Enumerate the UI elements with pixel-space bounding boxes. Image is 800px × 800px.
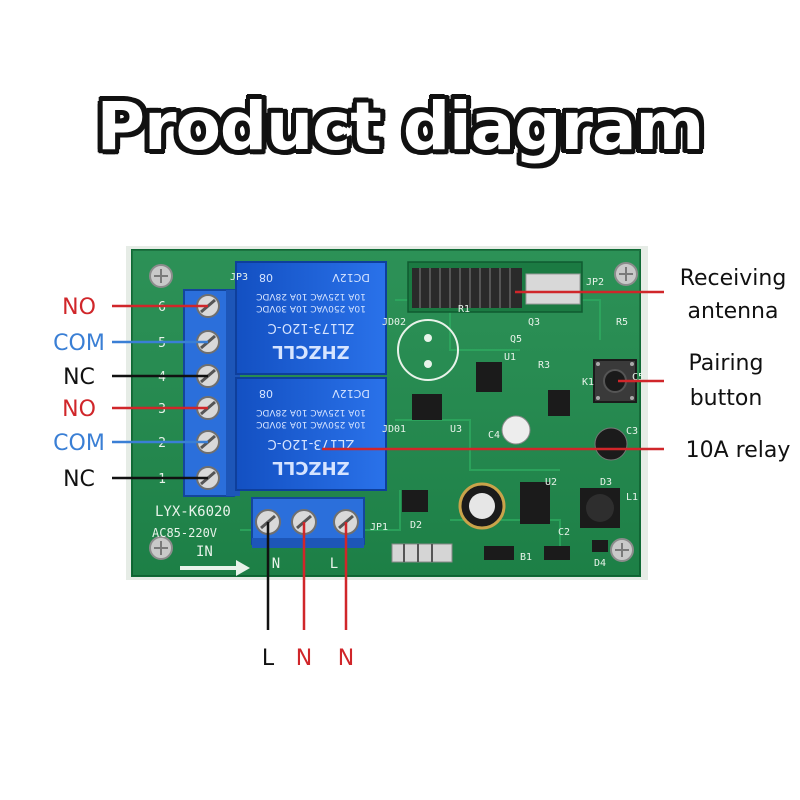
svg-text:D2: D2: [410, 520, 422, 531]
antenna-label-line2: antenna: [688, 299, 779, 324]
pin-number: 5: [158, 336, 166, 351]
relay-coil: DC12V: [332, 271, 370, 284]
input-label: IN: [196, 544, 213, 560]
relay-lower: ZHZCLL ZL173-12O-C 10A 250VAC 10A 30VDC …: [235, 377, 387, 491]
relay-code: 08: [259, 271, 273, 284]
diagram-title: Product diagram: [96, 88, 705, 165]
right-callouts: Receiving antenna Pairing button 10A rel…: [322, 266, 790, 463]
pin-number: 6: [158, 300, 166, 315]
pin-number: 2: [158, 436, 166, 451]
terminal-label-com: COM: [53, 431, 105, 456]
relay-brand: ZHZCLL: [272, 341, 349, 362]
relay-label: 10A relay: [686, 438, 791, 463]
svg-text:C2: C2: [558, 527, 570, 538]
relay-model: ZL173-12O-C: [268, 320, 355, 335]
pin-number: 1: [158, 472, 166, 487]
svg-text:C4: C4: [488, 430, 500, 441]
pin-number: 4: [158, 370, 166, 385]
svg-text:R3: R3: [538, 360, 550, 371]
relay-rating-2: 10A 125VAC 10A 28VDC: [256, 291, 366, 301]
button-label-line1: Pairing: [689, 351, 764, 376]
svg-text:Q3: Q3: [528, 317, 540, 328]
svg-text:C3: C3: [626, 426, 638, 437]
antenna-label-line1: Receiving: [680, 266, 787, 291]
svg-text:L1: L1: [626, 492, 638, 503]
terminal-label-nc: NC: [63, 467, 95, 492]
button-label-line2: button: [690, 386, 763, 411]
input-label-l: L: [262, 646, 275, 671]
svg-text:JP3: JP3: [230, 272, 248, 283]
relay-rating-1: 10A 250VAC 10A 30VDC: [256, 419, 366, 429]
board-model: LYX-K6020: [155, 504, 231, 520]
svg-text:B1: B1: [520, 552, 532, 563]
mounting-holes: [149, 262, 638, 562]
silkscreen-refs: JP3 JP1 JP2 JD02 JD01 U3 U1 U2 Q3 Q5 R3 …: [230, 272, 644, 569]
left-callouts: NO COM NC NO COM NC: [53, 295, 208, 492]
svg-text:D4: D4: [594, 558, 606, 569]
relay-rating-1: 10A 250VAC 10A 30VDC: [256, 303, 366, 313]
terminal-label-no: NO: [62, 295, 96, 320]
svg-text:JP1: JP1: [370, 522, 388, 533]
relay-coil: DC12V: [332, 387, 370, 400]
terminal-label-com: COM: [53, 331, 105, 356]
input-marker: IN: [180, 544, 250, 576]
svg-text:R5: R5: [616, 317, 628, 328]
pin-number: 3: [158, 402, 166, 417]
svg-text:C5: C5: [632, 372, 644, 383]
board-voltage: AC85-220V: [152, 526, 217, 540]
svg-text:JD02: JD02: [382, 317, 406, 328]
relay-code: 08: [259, 387, 273, 400]
svg-text:Q5: Q5: [510, 334, 522, 345]
svg-text:R1: R1: [458, 304, 470, 315]
input-label-n: N: [338, 646, 354, 671]
svg-text:JP2: JP2: [586, 277, 604, 288]
svg-text:U2: U2: [545, 477, 557, 488]
output-terminal-block: [183, 289, 240, 497]
relay-upper: ZHZCLL ZL173-12O-C 10A 250VAC 10A 30VDC …: [235, 261, 387, 375]
pcb-components: [391, 319, 628, 563]
relay-rating-2: 10A 125VAC 10A 28VDC: [256, 407, 366, 417]
pin-numbers: 6 5 4 3 2 1: [158, 300, 166, 487]
receiver-module: [407, 261, 583, 313]
terminal-label-nc: NC: [63, 365, 95, 390]
terminal-mark-l: L: [330, 556, 338, 572]
svg-text:D3: D3: [600, 477, 612, 488]
terminal-mark-n: N: [272, 556, 280, 572]
svg-text:U1: U1: [504, 352, 516, 363]
terminal-label-no: NO: [62, 397, 96, 422]
relay-brand: ZHZCLL: [272, 457, 349, 478]
input-label-n: N: [296, 646, 312, 671]
svg-text:JD01: JD01: [382, 424, 406, 435]
relay-model: ZL173-12O-C: [268, 436, 355, 451]
svg-text:K1: K1: [582, 377, 594, 388]
svg-text:U3: U3: [450, 424, 462, 435]
